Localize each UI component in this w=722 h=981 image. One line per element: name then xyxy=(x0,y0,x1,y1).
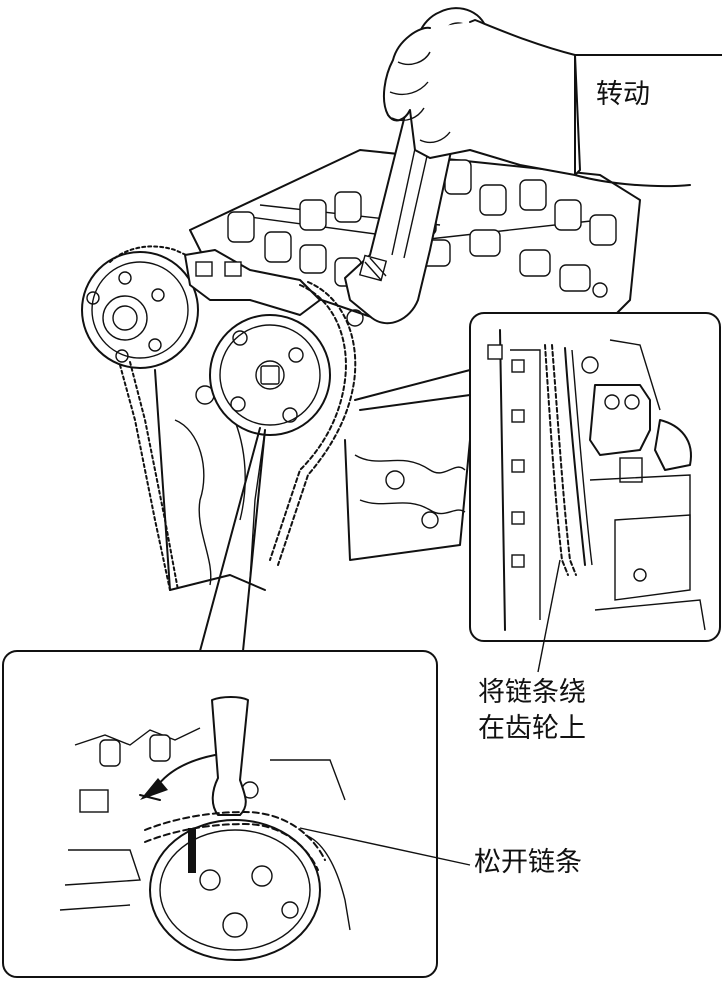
callout-detail-loosen-chain xyxy=(2,427,438,978)
left-camshaft-sprocket xyxy=(81,251,199,369)
label-loosen-chain: 松开链条 xyxy=(474,847,582,878)
hand xyxy=(382,19,722,188)
label-wrap-chain-line2: 在齿轮上 xyxy=(478,713,586,744)
loosen-chain-leader xyxy=(299,827,471,866)
wrap-chain-leader xyxy=(537,559,561,673)
label-wrap-chain-line1: 将链条绕 xyxy=(478,677,586,708)
callout-detail-wrap-chain xyxy=(354,312,721,642)
label-rotate: 转动 xyxy=(596,79,650,110)
right-camshaft-sprocket xyxy=(209,314,331,436)
